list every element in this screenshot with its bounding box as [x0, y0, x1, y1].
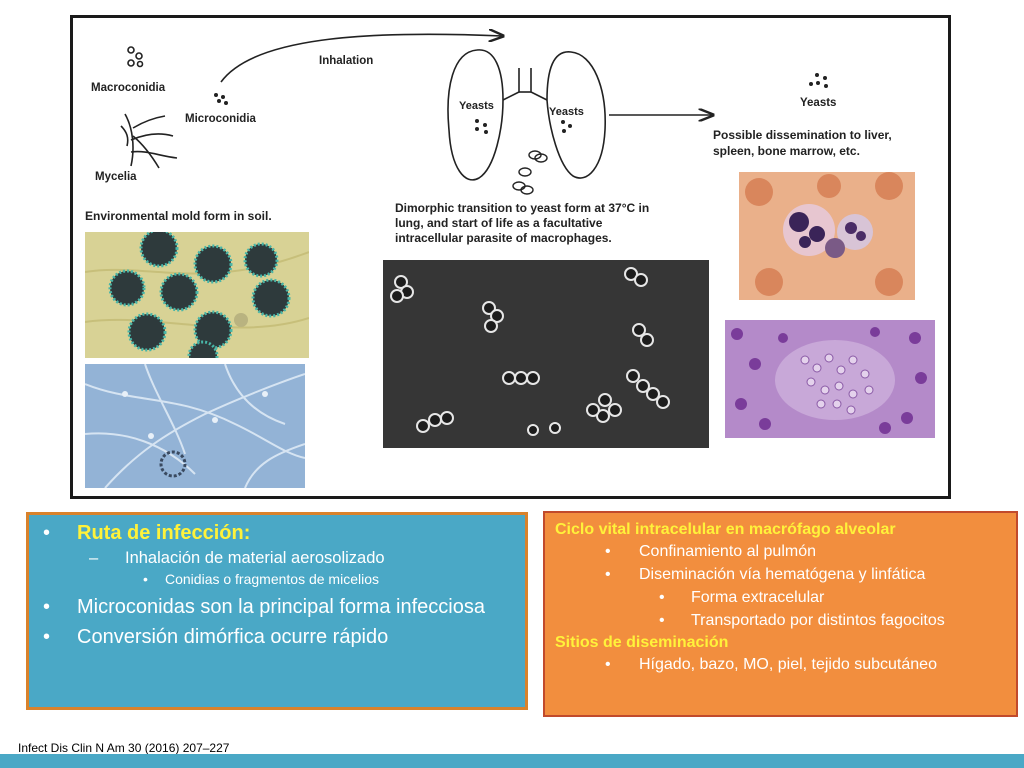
- microconidia-label: Microconidia: [185, 113, 257, 125]
- conversion-text: Conversión dimórfica ocurre rápido: [77, 626, 389, 648]
- yeasts-left-label: Yeasts: [459, 100, 494, 112]
- bullet-extracellular: • Forma extracelular: [555, 586, 1008, 609]
- life-cycle-box: Ciclo vital intracelular en macrófago al…: [543, 511, 1018, 717]
- mycelia-icon: [120, 113, 178, 169]
- dissemination-line-2: spleen, bone marrow, etc.: [713, 144, 860, 158]
- inhalation-label: Inhalation: [319, 55, 373, 67]
- dimorphic-line-2: lung, and start of life as a facultative: [395, 216, 603, 230]
- lungs-icon: [447, 49, 606, 181]
- life-cycle-diagram: Macroconidia Microconidia Mycelia Enviro…: [85, 18, 892, 245]
- yeasts-right-label: Yeasts: [549, 106, 584, 118]
- bullet-lung-confinement: • Confinamiento al pulmón: [555, 540, 1008, 563]
- dimorphic-line-1: Dimorphic transition to yeast form at 37…: [395, 201, 649, 215]
- dissemination-line-1: Possible dissemination to liver,: [713, 128, 892, 142]
- sites-text: Hígado, bazo, MO, piel, tejido subcutáne…: [639, 656, 937, 673]
- bullet-conidia: • Conidias o fragmentos de micelios: [39, 569, 515, 589]
- macroconidia-micrograph: [85, 232, 309, 358]
- bullet-dot: •: [43, 522, 51, 544]
- yeast-dots-icon: [475, 119, 572, 134]
- tissue-micrograph: [725, 320, 935, 438]
- bullet-dot: •: [659, 612, 665, 629]
- dissemination-route-text: Diseminación vía hematógena y linfática: [639, 566, 926, 583]
- macroconidia-label: Macroconidia: [91, 82, 166, 94]
- microconidia-text: Microconidas son la principal forma infe…: [77, 596, 485, 618]
- yeast-cells-icon: [512, 150, 548, 195]
- yeast-micrograph: [383, 260, 709, 448]
- microconidia-icon: [214, 93, 228, 105]
- bullet-conversion: • Conversión dimórfica ocurre rápido: [39, 625, 515, 649]
- dimorphic-line-3: intracellular parasite of macrophages.: [395, 231, 612, 245]
- bullet-dot: •: [605, 543, 611, 560]
- phagocytes-text: Transportado por distintos fagocitos: [691, 612, 945, 629]
- bullet-dot: •: [659, 589, 665, 606]
- bullet-infection-route: • Ruta de infección:: [39, 521, 515, 545]
- macroconidia-icon: [127, 46, 144, 68]
- bullet-sites: • Hígado, bazo, MO, piel, tejido subcutá…: [555, 653, 1008, 676]
- bullet-dot: •: [605, 566, 611, 583]
- conidia-text: Conidias o fragmentos de micelios: [165, 571, 379, 587]
- mycelia-label: Mycelia: [95, 171, 137, 183]
- mold-form-label: Environmental mold form in soil.: [85, 209, 272, 223]
- inhalation-text: Inhalación de material aerosolizado: [125, 549, 385, 567]
- bullet-dot: •: [143, 571, 148, 587]
- infection-route-heading: Ruta de infección:: [77, 522, 251, 544]
- extracellular-text: Forma extracelular: [691, 589, 825, 606]
- bullet-phagocytes: • Transportado por distintos fagocitos: [555, 609, 1008, 632]
- bullet-microconidia: • Microconidas son la principal forma in…: [39, 595, 515, 619]
- bullet-dash: –: [89, 549, 99, 567]
- bullet-dissemination-route: • Diseminación vía hematógena y linfátic…: [555, 563, 1008, 586]
- bullet-dot: •: [605, 656, 611, 673]
- lung-confinement-text: Confinamiento al pulmón: [639, 543, 816, 560]
- infection-route-box: • Ruta de infección: – Inhalación de mat…: [26, 512, 528, 710]
- hyphae-micrograph: [85, 364, 305, 488]
- inhalation-arrow: [220, 34, 503, 83]
- dissemination-sites-heading: Sitios de diseminación: [555, 634, 729, 651]
- citation: Infect Dis Clin N Am 30 (2016) 207–227: [18, 741, 230, 755]
- footer-bar: [0, 754, 1024, 768]
- bullet-dot: •: [43, 596, 51, 618]
- bullet-dot: •: [43, 626, 51, 648]
- life-cycle-figure: Macroconidia Microconidia Mycelia Enviro…: [70, 15, 951, 499]
- yeasts-top-label: Yeasts: [800, 97, 836, 109]
- life-cycle-heading: Ciclo vital intracelular en macrófago al…: [555, 521, 896, 538]
- macrophage-micrograph: [739, 172, 915, 300]
- bullet-inhalation: – Inhalación de material aerosolizado: [39, 547, 515, 569]
- yeast-dots-right-icon: [809, 73, 828, 88]
